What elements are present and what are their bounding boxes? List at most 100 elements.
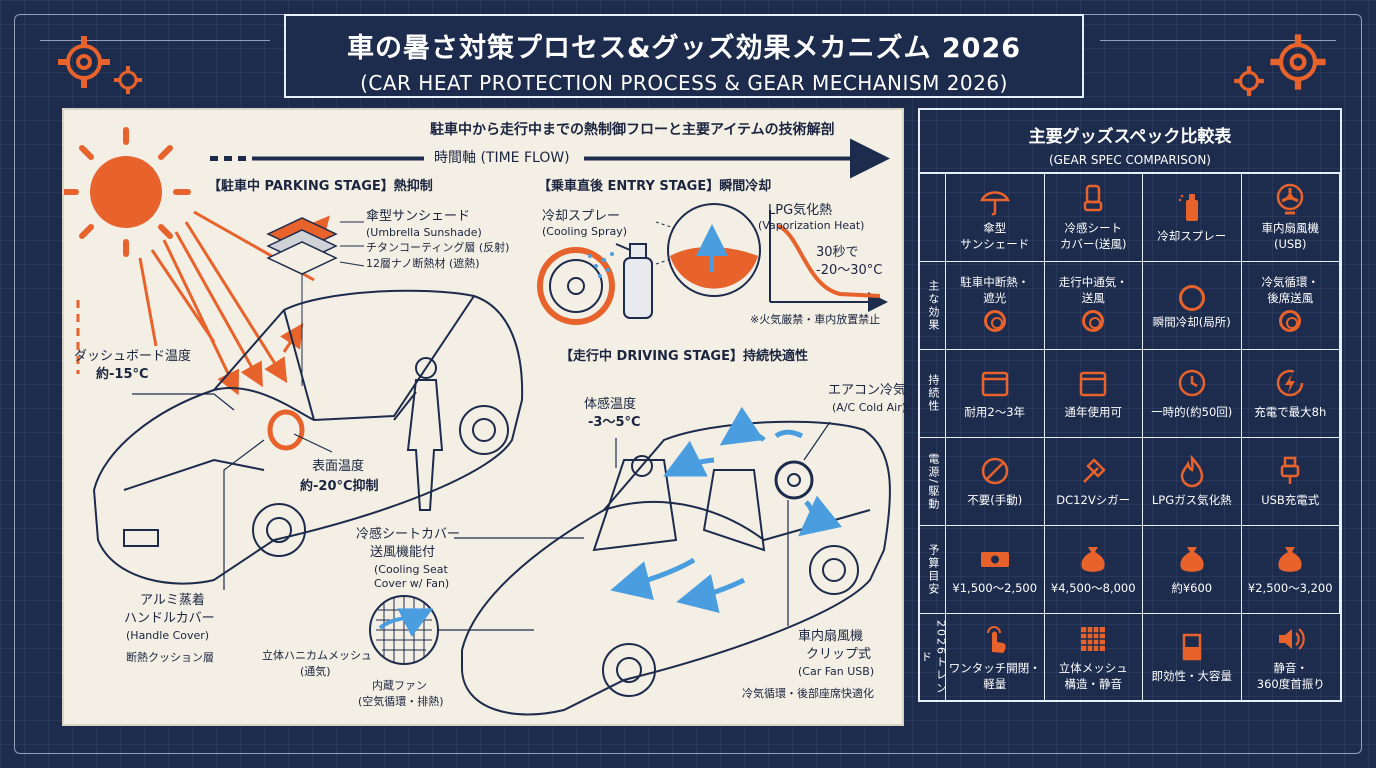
spec-cell-text: 静音・ 360度首振り: [1256, 661, 1325, 691]
mesh-icon: [1076, 622, 1110, 656]
spray-label-en: (Cooling Spray): [542, 225, 628, 238]
car-fan-label-2: クリップ式: [806, 647, 872, 662]
layer-insulation-label: 12層ナノ断熱材 (遮熱): [366, 257, 480, 270]
surface-temp-label: 表面温度: [312, 459, 365, 474]
surface-temp-value: 約-20°C抑制: [300, 479, 379, 494]
handle-cover-label-en: (Handle Cover): [126, 629, 210, 642]
feel-temp-value: -3〜5°C: [588, 415, 641, 430]
spec-table-cell: 駐車中断熱・ 遮光: [946, 262, 1045, 350]
no-power-icon: [978, 454, 1012, 488]
usb-icon: [1273, 454, 1307, 488]
seat-cover-label-1: 冷感シートカバー: [356, 527, 461, 542]
page-title-en: (CAR HEAT PROTECTION PROCESS & GEAR MECH…: [360, 71, 1008, 95]
spec-table-cell: ¥2,500〜3,200: [1241, 526, 1340, 614]
spray-label: 冷却スプレー: [542, 209, 621, 224]
internal-fan-label: 内蔵ファン: [372, 679, 427, 692]
spec-table-cell: ワンタッチ開閉・ 軽量: [946, 614, 1045, 702]
spec-row-header: 2026トレンド: [920, 614, 947, 702]
person-figure: [393, 357, 444, 511]
spec-table-cell: 走行中通気・ 送風: [1044, 262, 1143, 350]
seat-icon: [1076, 182, 1110, 216]
spec-cell-text: LPGガス気化熱: [1151, 493, 1232, 508]
spec-row-header: 予算目安: [920, 526, 946, 614]
money-bag-icon: [1076, 542, 1110, 576]
calendar-icon: [978, 366, 1012, 400]
spec-table-cell: 不要(手動): [946, 438, 1045, 526]
spec-table-cell: ¥4,500〜8,000: [1044, 526, 1143, 614]
clock-icon: [1175, 366, 1209, 400]
car-fan-label-1: 車内扇風機: [798, 629, 864, 644]
dashboard-temp-label: ダッシュボード温度: [74, 349, 192, 364]
spec-table-cell: 瞬間冷却(局所): [1143, 262, 1242, 350]
spec-table-title-en: (GEAR SPEC COMPARISON): [1048, 153, 1211, 167]
layer-titanium-label: チタンコーティング層 (反射): [366, 241, 510, 254]
spec-column-name: 冷感シート カバー(送風): [1060, 221, 1127, 251]
spec-table-cell: 耐用2〜3年: [946, 350, 1045, 438]
spec-cell-text: 約¥600: [1171, 581, 1213, 596]
temp-drop-time: 30秒で: [816, 245, 859, 260]
gear-icon: [58, 36, 110, 88]
frame-inner-line: [1100, 40, 1336, 41]
honeycomb-mesh: [369, 595, 534, 665]
ac-label-en: (A/C Cold Air): [832, 401, 907, 414]
spec-column-header: 傘型 サンシェード: [946, 174, 1045, 262]
spec-cell-text: USB充電式: [1261, 493, 1320, 508]
temperature-drop-chart: [769, 210, 888, 312]
diagram-illustration: [64, 127, 891, 716]
spec-cell-text: ¥4,500〜8,000: [1050, 581, 1136, 596]
gear-icon: [1234, 66, 1264, 96]
diagram-panel: 駐車中から走行中までの熱制御フローと主要アイテムの技術解剖 時間軸 (TIME …: [62, 108, 907, 726]
spec-table-cell: 立体メッシュ 構造・静音: [1044, 614, 1143, 702]
vaporization-zoom: [655, 203, 761, 297]
sunshade-label: 傘型サンシェード: [366, 209, 471, 224]
spec-cell-text: 立体メッシュ 構造・静音: [1058, 661, 1128, 691]
parking-stage-title: 【駐車中 PARKING STAGE】熱抑制: [208, 179, 433, 194]
spec-cell-text: 走行中通気・ 送風: [1058, 274, 1128, 305]
calendar-icon: [1076, 366, 1110, 400]
fan-icon: [1273, 182, 1307, 216]
spec-table-cell: 一時的(約50回): [1143, 350, 1242, 438]
speaker-icon: [1274, 622, 1308, 656]
ac-label: エアコン冷気: [828, 383, 907, 398]
spec-table-corner: [920, 174, 946, 262]
spec-row-header: 電源/駆動: [920, 438, 946, 526]
dashboard-temp-value: 約-15°C: [96, 367, 149, 382]
spec-table-cell: LPGガス気化熱: [1143, 438, 1242, 526]
car-parking: [92, 289, 524, 585]
spec-table: 主要グッズスペック比較表 (GEAR SPEC COMPARISON) 傘型 サ…: [918, 108, 1342, 702]
spec-cell-text: 駐車中断熱・ 遮光: [960, 274, 1030, 305]
time-flow-arrow: [210, 138, 890, 179]
title-banner: 車の暑さ対策プロセス&グッズ効果メカニズム 2026 (CAR HEAT PRO…: [284, 14, 1084, 98]
spec-column-name: 傘型 サンシェード: [960, 221, 1030, 251]
spec-cell-text: 一時的(約50回): [1151, 405, 1233, 420]
handle-cover-label-2: ハンドルカバー: [124, 611, 215, 626]
money-bag-icon: [1175, 542, 1209, 576]
spec-table-header: 主要グッズスペック比較表 (GEAR SPEC COMPARISON): [920, 110, 1340, 174]
double-circle-rating-icon: [983, 310, 1006, 333]
spec-table-cell: 静音・ 360度首振り: [1241, 614, 1340, 702]
spec-cell-text: DC12Vシガー: [1056, 493, 1131, 508]
temp-drop-range: -20〜30°C: [816, 263, 883, 278]
diagram-subtitle: 駐車中から走行中までの熱制御フローと主要アイテムの技術解剖: [430, 122, 835, 138]
spec-column-header: 冷却スプレー: [1143, 174, 1242, 262]
spec-table-cell: 冷気循環・ 後席送風: [1241, 262, 1340, 350]
frame-inner-line: [40, 40, 270, 41]
car-fan-label-en: (Car Fan USB): [798, 665, 875, 678]
spec-column-header: 車内扇風機 (USB): [1241, 174, 1340, 262]
spec-cell-text: 冷気循環・ 後席送風: [1261, 274, 1320, 305]
spec-table-cell: 通年使用可: [1044, 350, 1143, 438]
battery-bolt-icon: [1273, 366, 1307, 400]
spec-table-title: 主要グッズスペック比較表: [1028, 127, 1232, 147]
lpg-label-en: (Vaporization Heat): [758, 219, 865, 232]
double-circle-rating-icon: [1082, 310, 1105, 333]
spec-cell-text: 不要(手動): [967, 493, 1023, 508]
flame-icon: [1175, 454, 1209, 488]
handle-cover-label-1: アルミ蒸着: [140, 593, 205, 608]
spec-column-name: 車内扇風機 (USB): [1261, 221, 1320, 251]
spec-cell-text: ワンタッチ開閉・ 軽量: [948, 661, 1041, 691]
spec-table-cell: ¥1,500〜2,500: [946, 526, 1045, 614]
spec-cell-text: 即効性・大容量: [1151, 669, 1233, 684]
spec-cell-text: 耐用2〜3年: [964, 405, 1026, 420]
spec-cell-text: 充電で最大8h: [1254, 405, 1327, 420]
spec-column-header: 冷感シート カバー(送風): [1044, 174, 1143, 262]
